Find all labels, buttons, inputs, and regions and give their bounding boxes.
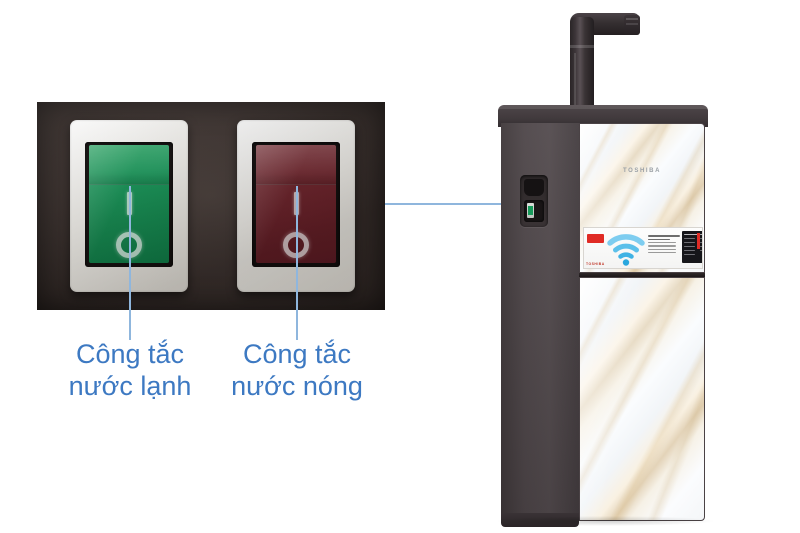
recess-upper-slot xyxy=(524,179,544,196)
switch-closeup-photo xyxy=(37,102,385,310)
power-switch-recess[interactable] xyxy=(520,175,548,227)
faucet-spout-icon xyxy=(624,15,640,35)
callout-line-hot xyxy=(296,186,298,340)
rocker-upper-face xyxy=(89,145,169,185)
callout-line-to-machine xyxy=(385,203,537,205)
cabinet-base-foot xyxy=(501,513,579,527)
cold-water-switch-label: Công tắc nước lạnh xyxy=(68,339,192,401)
sticker-text-block xyxy=(648,235,680,255)
rocker-upper-face xyxy=(256,145,336,185)
water-purifier-product-photo: TOSHIBA TOSHIBA xyxy=(498,5,708,530)
faucet-neck-ring xyxy=(570,45,594,48)
faucet-column xyxy=(570,17,594,114)
cabinet-top-cap xyxy=(498,105,708,127)
lower-door-panel xyxy=(579,277,705,521)
sticker-brand-mini: TOSHIBA xyxy=(586,262,605,266)
door-seam xyxy=(579,273,705,277)
toshiba-brand-logo: TOSHIBA xyxy=(622,168,662,174)
sticker-red-badge xyxy=(587,234,604,243)
hot-water-switch-label: Công tắc nước nóng xyxy=(231,339,363,401)
wifi-energy-label-sticker: TOSHIBA xyxy=(583,227,703,269)
wifi-icon xyxy=(607,234,645,266)
ground-shadow xyxy=(498,516,713,526)
sticker-spec-panel xyxy=(682,231,702,263)
callout-line-cold xyxy=(129,186,131,340)
side-power-switch[interactable] xyxy=(527,203,534,218)
